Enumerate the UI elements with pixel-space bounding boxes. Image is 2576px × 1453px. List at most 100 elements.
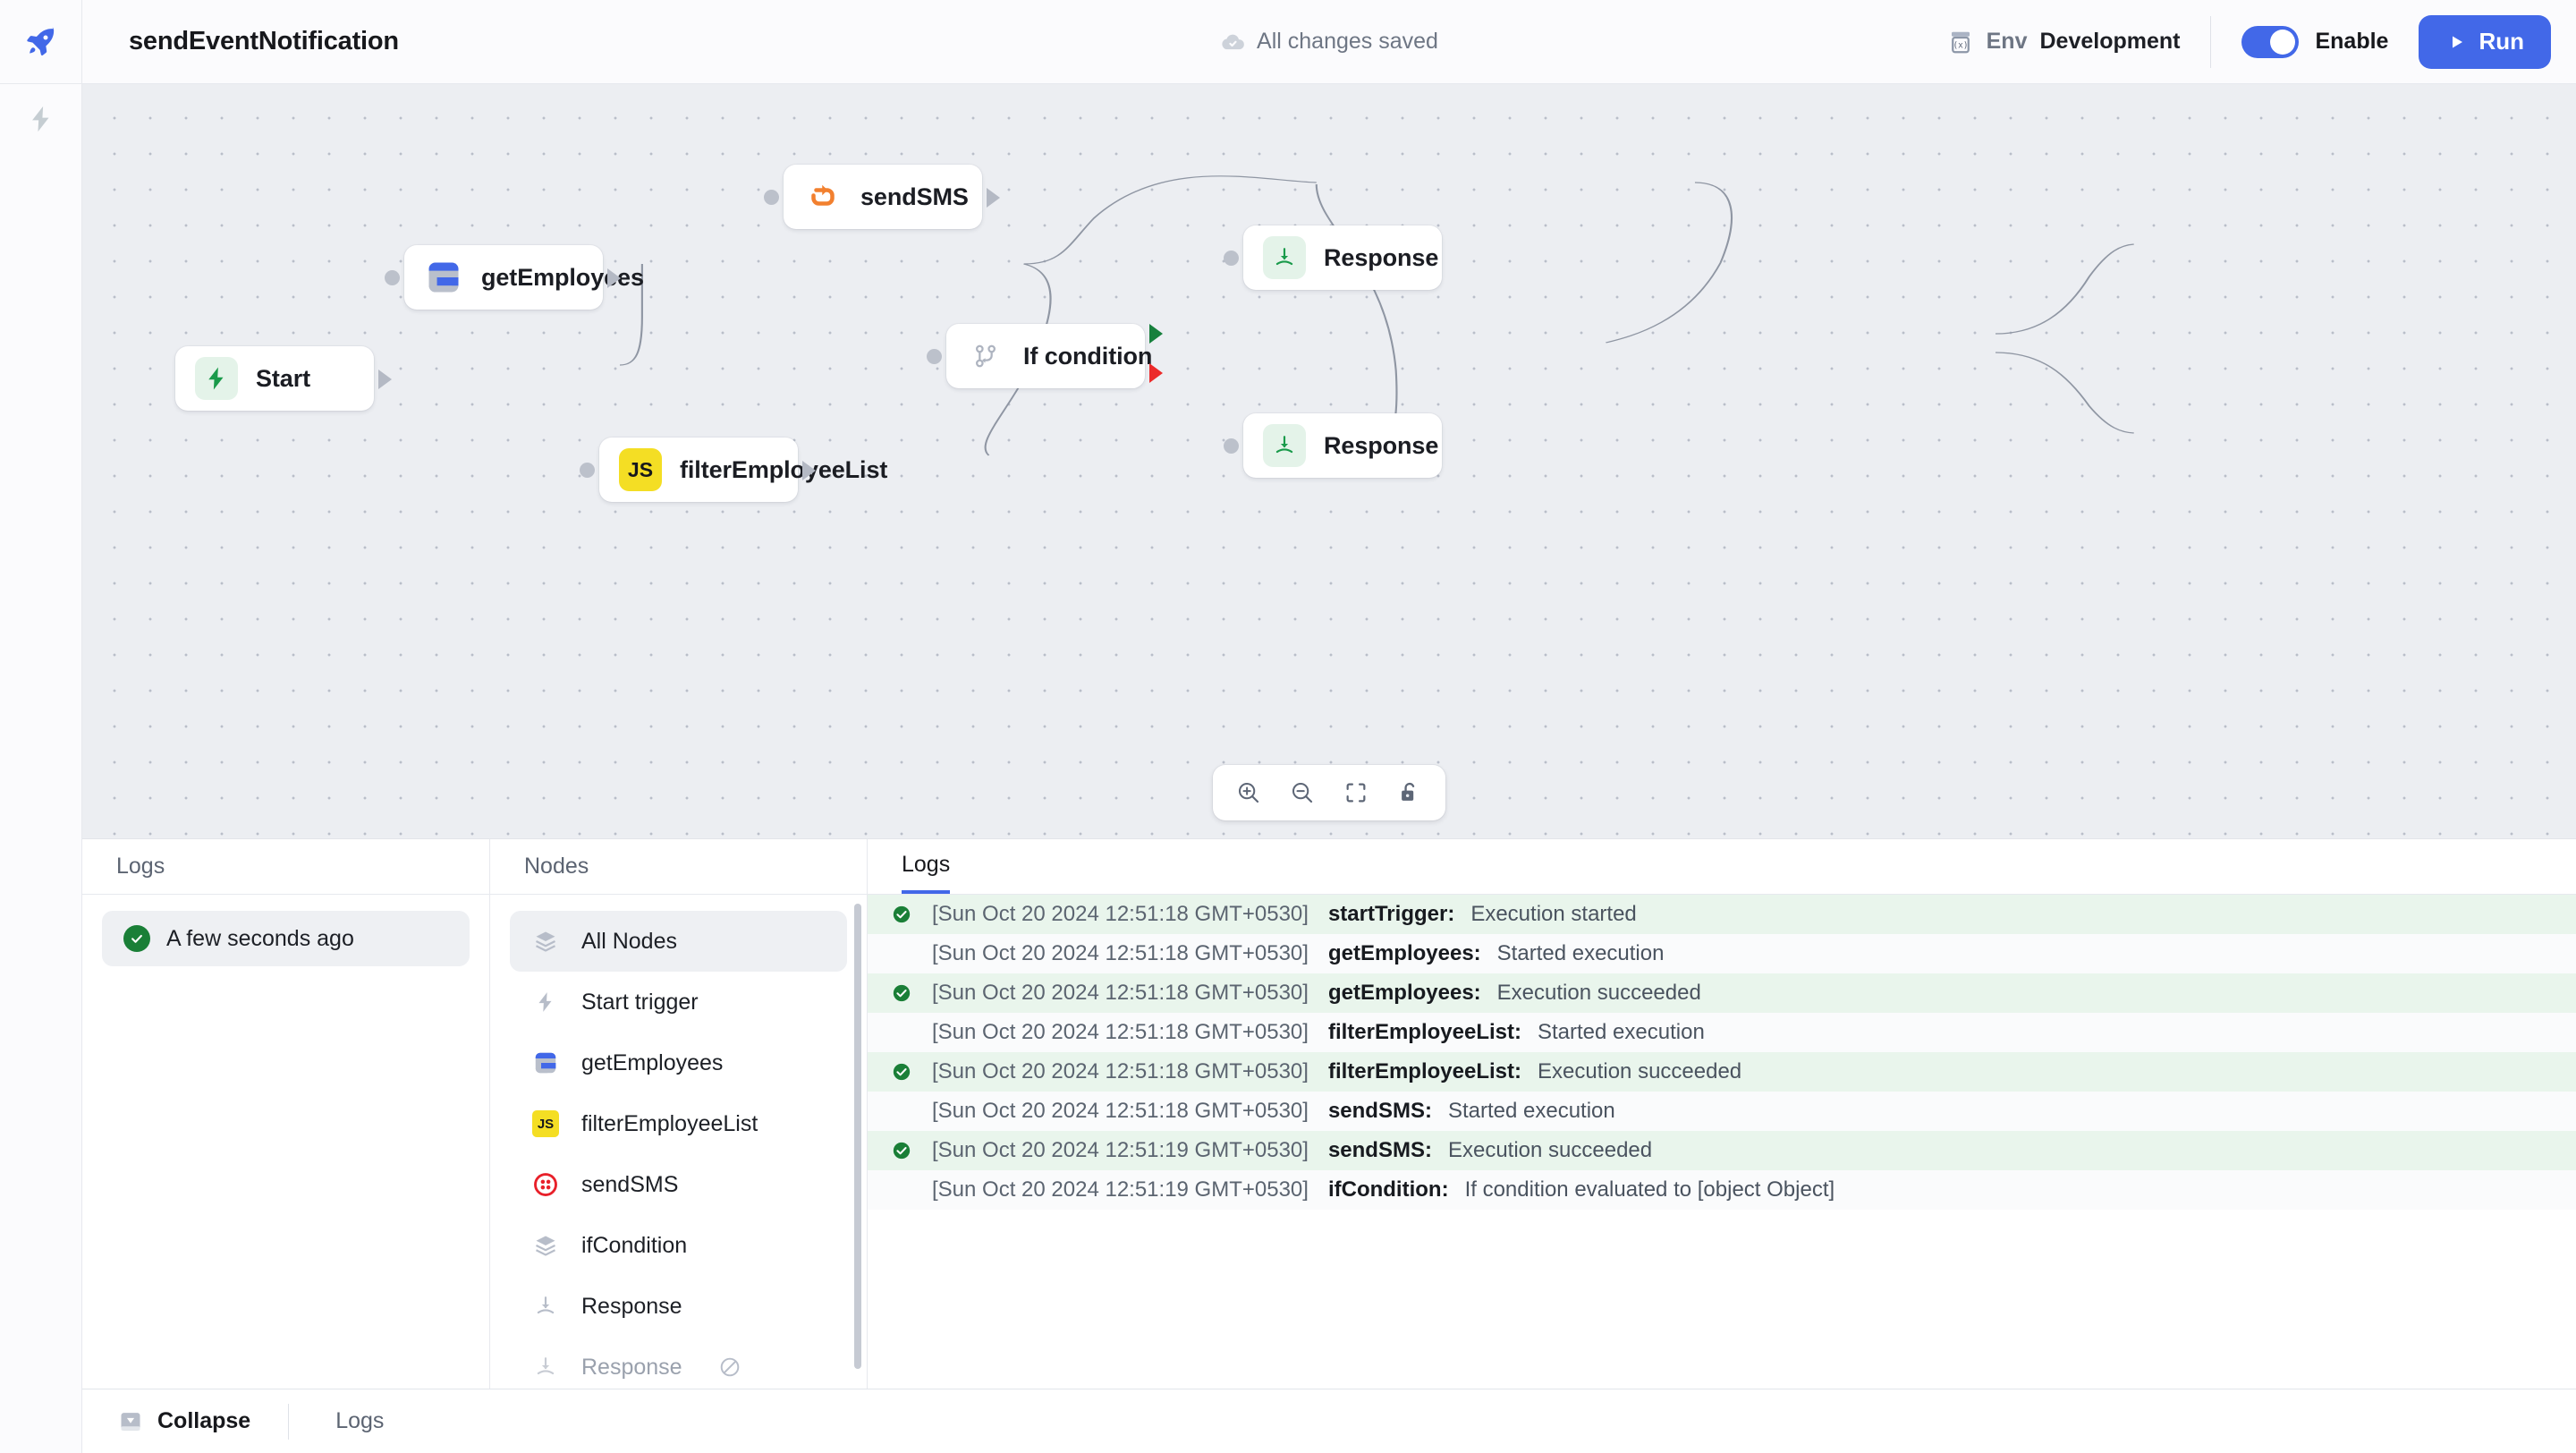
status-bar-logs-tab[interactable]: Logs (335, 1408, 385, 1433)
node-icon-wrap (1263, 236, 1306, 279)
node-list-item-filterEmployeeList[interactable]: JS filterEmployeeList (510, 1093, 847, 1154)
cloud-check-icon (1222, 34, 1244, 49)
collapse-button[interactable]: Collapse (82, 1389, 288, 1453)
node-input-handle[interactable] (927, 349, 942, 364)
node-input-handle[interactable] (1224, 251, 1239, 266)
log-node-name: sendSMS: (1327, 1138, 1432, 1162)
collapse-panel-icon (118, 1409, 143, 1434)
log-node-name: sendSMS: (1327, 1099, 1432, 1123)
log-message: Execution started (1470, 902, 1637, 926)
node-list-item-all-nodes[interactable]: All Nodes (510, 911, 847, 972)
log-row[interactable]: [Sun Oct 20 2024 12:51:19 GMT+0530]ifCon… (868, 1170, 2576, 1210)
log-message: Started execution (1496, 941, 1665, 965)
node-input-handle[interactable] (385, 270, 400, 285)
node-list-item-start-trigger[interactable]: Start trigger (510, 972, 847, 1032)
status-bar: Collapse Logs (82, 1389, 2576, 1453)
node-list-item-response-1[interactable]: Response (510, 1276, 847, 1337)
tab-logs[interactable]: Logs (902, 839, 951, 894)
layers-icon (530, 1233, 562, 1258)
env-value: Development (2039, 29, 2181, 54)
canvas-node-response-true[interactable]: Response (1224, 225, 1442, 290)
database-icon (530, 1049, 562, 1076)
node-output-handle[interactable] (987, 188, 1000, 208)
canvas-node-getEmployees[interactable]: getEmployees (385, 245, 644, 310)
node-label: Response (1324, 243, 1439, 271)
node-output-handle[interactable] (607, 268, 621, 288)
log-row[interactable]: [Sun Oct 20 2024 12:51:19 GMT+0530]sendS… (868, 1131, 2576, 1170)
save-status-text: All changes saved (1257, 29, 1438, 54)
canvas-node-ifCondition[interactable]: If condition (927, 324, 1163, 388)
node-list-item-ifCondition[interactable]: ifCondition (510, 1215, 847, 1276)
zoom-in-button[interactable] (1225, 769, 1272, 816)
log-message: Started execution (1447, 1099, 1615, 1123)
node-icon-wrap (803, 177, 843, 217)
page-title: sendEventNotification (129, 27, 399, 55)
zoom-in-icon (1239, 783, 1259, 803)
node-input-handle[interactable] (580, 463, 595, 478)
node-list-item-getEmployees[interactable]: getEmployees (510, 1032, 847, 1093)
svg-text:(x): (x) (1953, 40, 1968, 50)
zoom-out-button[interactable] (1279, 769, 1326, 816)
node-label: filterEmployeeList (680, 455, 888, 483)
node-output-handle[interactable] (802, 461, 816, 480)
node-label: If condition (1023, 342, 1153, 370)
node-output-handle[interactable] (378, 370, 392, 389)
js-icon: JS (627, 457, 654, 481)
node-output-handle-true[interactable] (1149, 324, 1163, 344)
success-check-icon (123, 925, 150, 952)
lock-toggle-button[interactable] (1386, 769, 1433, 816)
log-status-success-icon (893, 1142, 932, 1160)
run-button[interactable]: Run (2419, 14, 2551, 69)
run-button-label: Run (2479, 28, 2524, 55)
nodes-list-scrollbar[interactable] (854, 904, 861, 1369)
enable-toggle-group[interactable]: Enable (2211, 25, 2419, 58)
nodes-column-header: Nodes (490, 839, 867, 895)
node-list-item-response-2[interactable]: Response (510, 1337, 847, 1389)
node-input-handle[interactable] (764, 190, 779, 205)
fit-view-button[interactable] (1333, 769, 1379, 816)
enable-toggle[interactable] (2241, 25, 2300, 58)
node-list-item-label: getEmployees (581, 1049, 724, 1075)
status-bar-divider (288, 1403, 290, 1440)
env-selector[interactable]: (x) Env Development (1947, 29, 2211, 55)
bottom-panel: Logs A few seconds ago Nodes (82, 838, 2576, 1389)
env-label: Env (1986, 29, 2028, 54)
log-timestamp: [Sun Oct 20 2024 12:51:18 GMT+0530] (932, 1059, 1309, 1083)
database-icon (428, 262, 459, 293)
log-row[interactable]: [Sun Oct 20 2024 12:51:18 GMT+0530]filte… (868, 1013, 2576, 1052)
canvas-node-response-false[interactable]: Response (1224, 413, 1442, 478)
import-icon (530, 1355, 562, 1379)
app-logo[interactable] (0, 0, 81, 84)
node-list-item-label: filterEmployeeList (581, 1110, 758, 1136)
disabled-icon (718, 1355, 741, 1379)
canvas-node-filterEmployeeList[interactable]: JS filterEmployeeList (580, 438, 887, 502)
log-message: If condition evaluated to [object Object… (1464, 1177, 1835, 1202)
edge-getEmployees-sendSMS (1023, 175, 1317, 265)
log-rows: [Sun Oct 20 2024 12:51:18 GMT+0530]start… (868, 895, 2576, 1210)
node-icon-wrap (966, 336, 1005, 376)
runs-column-header: Logs (82, 839, 489, 895)
log-row[interactable]: [Sun Oct 20 2024 12:51:18 GMT+0530]sendS… (868, 1092, 2576, 1131)
node-output-handle-false[interactable] (1149, 363, 1163, 383)
play-icon (2453, 36, 2463, 47)
git-branch-icon (975, 344, 996, 368)
sidebar-item-triggers[interactable] (0, 84, 81, 154)
log-row[interactable]: [Sun Oct 20 2024 12:51:18 GMT+0530]start… (868, 895, 2576, 934)
run-list-item[interactable]: A few seconds ago (102, 911, 470, 966)
edge-sendSMS-ifCondition (1605, 182, 1733, 344)
log-row[interactable]: [Sun Oct 20 2024 12:51:18 GMT+0530]filte… (868, 1052, 2576, 1092)
canvas-node-start[interactable]: Start (175, 346, 392, 411)
import-icon (1275, 248, 1293, 266)
node-label: sendSMS (860, 183, 969, 210)
workflow-canvas[interactable]: Start getEmployees (82, 84, 2576, 838)
node-list-item-sendSMS[interactable]: sendSMS (510, 1154, 847, 1215)
node-input-handle[interactable] (1224, 438, 1239, 454)
rocket-icon (26, 27, 54, 55)
log-status-success-icon (893, 905, 932, 923)
canvas-node-sendSMS[interactable]: sendSMS (764, 165, 1000, 229)
log-row[interactable]: [Sun Oct 20 2024 12:51:18 GMT+0530]getEm… (868, 973, 2576, 1013)
log-row[interactable]: [Sun Oct 20 2024 12:51:18 GMT+0530]getEm… (868, 934, 2576, 973)
layers-icon (530, 929, 562, 954)
node-list-item-label: All Nodes (581, 928, 677, 954)
